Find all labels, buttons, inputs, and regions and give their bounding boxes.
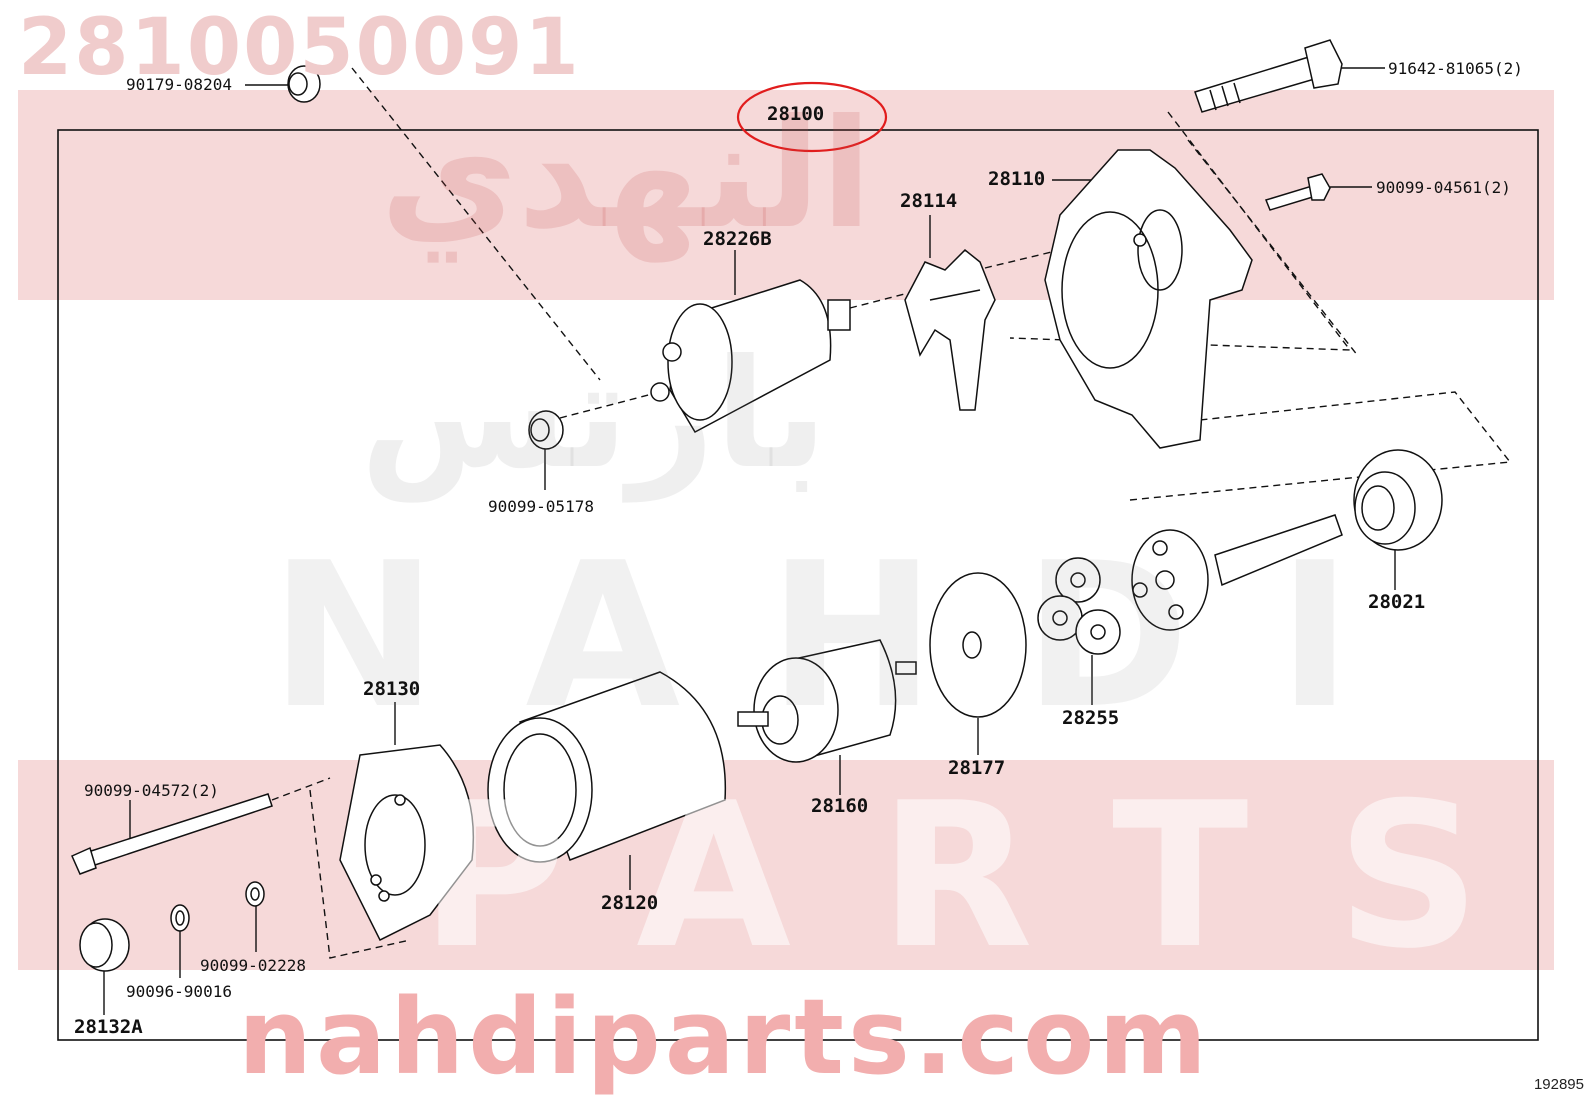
watermark-nahdi: NAHDI — [270, 520, 1440, 753]
part-label: 28110 — [988, 168, 1046, 190]
part-label: 28114 — [900, 190, 958, 212]
part-label: 90096-90016 — [126, 982, 232, 1001]
end-cap-icon — [79, 918, 130, 972]
planetary-gear-icon — [1037, 557, 1121, 655]
part-label: 28160 — [811, 795, 869, 817]
solenoid-switch-icon — [650, 279, 851, 433]
washer-icon — [245, 881, 265, 907]
armature-icon — [737, 639, 917, 763]
watermark-part-number: 2810050091 — [18, 3, 581, 93]
starter-clutch-icon — [1353, 449, 1443, 551]
through-bolt-icon — [1194, 39, 1343, 113]
part-label: 28120 — [601, 892, 659, 914]
o-ring-icon — [170, 904, 190, 932]
part-label: 90099-02228 — [200, 956, 306, 975]
plate-washer-icon — [929, 572, 1027, 718]
reference-number: 192895 — [1533, 1076, 1584, 1093]
part-label: 28255 — [1062, 707, 1120, 729]
drive-housing-icon — [1044, 149, 1253, 449]
planetary-shaft-icon — [1131, 514, 1343, 631]
part-label: 28130 — [363, 678, 421, 700]
assembly-label: 28100 — [767, 103, 825, 125]
watermark-website: nahdiparts.com — [238, 976, 1211, 1098]
end-frame-icon — [339, 744, 475, 942]
part-label: 90099-05178 — [488, 497, 594, 516]
part-label: 28021 — [1368, 591, 1426, 613]
nut-icon — [287, 65, 321, 103]
part-label: 90099-04572(2) — [84, 781, 219, 800]
drive-lever-icon — [904, 248, 996, 411]
yoke-icon — [487, 671, 727, 863]
part-label: 90179-08204 — [126, 75, 232, 94]
terminal-nut-icon — [528, 410, 564, 450]
part-label: 28177 — [948, 757, 1006, 779]
part-label: 91642-81065(2) — [1388, 59, 1523, 78]
long-screw-icon — [71, 793, 273, 875]
part-label: 28226B — [703, 228, 772, 250]
part-label: 90099-04561(2) — [1376, 178, 1511, 197]
diagram-frame — [57, 129, 1539, 1041]
watermark-band-bottom — [18, 760, 1554, 970]
screw-icon — [1265, 173, 1331, 211]
watermark-parts: PARTS — [420, 760, 1569, 993]
watermark-arabic-mid: بارتس — [360, 328, 828, 502]
watermark-arabic-top: النهدي — [380, 88, 873, 262]
part-label: 28132A — [74, 1016, 143, 1038]
assembly-highlight-ellipse — [736, 81, 888, 153]
